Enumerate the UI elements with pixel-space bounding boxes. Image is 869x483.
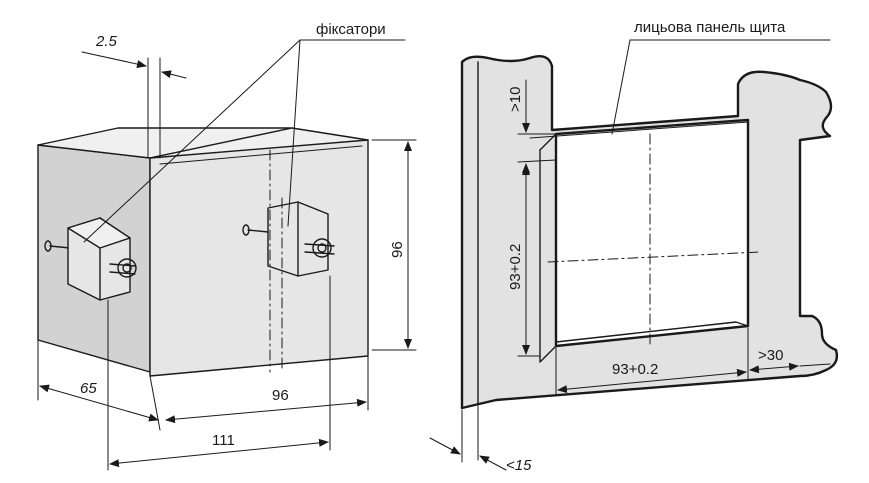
dim-65-label: 65 (80, 380, 97, 397)
dim-gt10-label: >10 (507, 87, 524, 112)
dim-96-height: 96 (371, 139, 417, 351)
dim-lt15: <15 (429, 405, 532, 474)
dim-2-5: 2.5 (81, 33, 187, 159)
dim-111-label: 111 (212, 432, 235, 449)
front-panel-label: лицьова панель щита (634, 19, 786, 36)
fixator-right (242, 201, 335, 277)
panel-cutout (554, 118, 750, 348)
fixator-left (44, 217, 137, 301)
fixators-callout: фіксатори (83, 21, 406, 243)
dim-gt30: >30 (749, 347, 831, 374)
dim-gt30-label: >30 (758, 347, 783, 364)
dim-2-5-label: 2.5 (95, 33, 118, 50)
dim-93-vertical: 93+0.2 (507, 165, 541, 357)
dim-111: 111 (107, 275, 331, 471)
dim-96-width: 96 (165, 355, 369, 424)
panel-front (460, 55, 839, 410)
dim-65: 65 (37, 339, 161, 431)
dim-93-vertical-label: 93+0.2 (507, 244, 524, 290)
bezel-front (149, 139, 369, 377)
dim-96-height-label: 96 (389, 241, 406, 258)
bezel-edge (159, 145, 363, 165)
front-panel-callout: лицьова панель щита (611, 19, 831, 135)
fixators-label: фіксатори (316, 21, 386, 38)
dim-93-horizontal-label: 93+0.2 (612, 361, 658, 378)
device-body (37, 127, 369, 377)
dim-lt15-label: <15 (506, 457, 532, 474)
dim-93-horizontal: 93+0.2 (555, 327, 749, 397)
dim-96-width-label: 96 (272, 387, 289, 404)
